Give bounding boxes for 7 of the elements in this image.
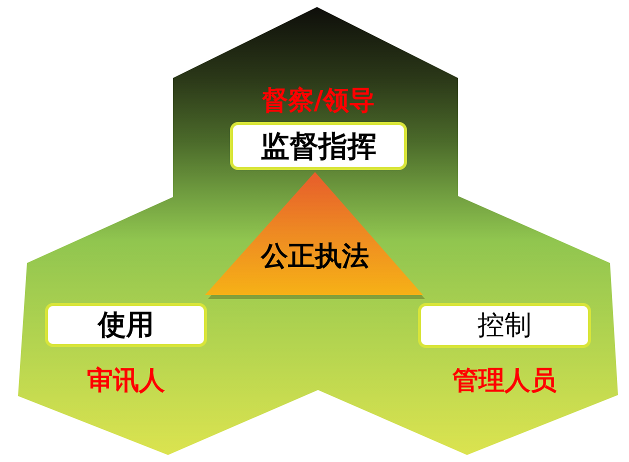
- center-label: 公正执法: [260, 240, 370, 273]
- text-box: 控制: [418, 303, 591, 348]
- text-box: 监督指挥: [230, 122, 407, 170]
- text-box: 使用: [45, 303, 207, 347]
- role-label: 督察/领导: [260, 86, 376, 116]
- role-label: 审讯人: [86, 365, 166, 397]
- role-label: 管理人员: [451, 365, 558, 397]
